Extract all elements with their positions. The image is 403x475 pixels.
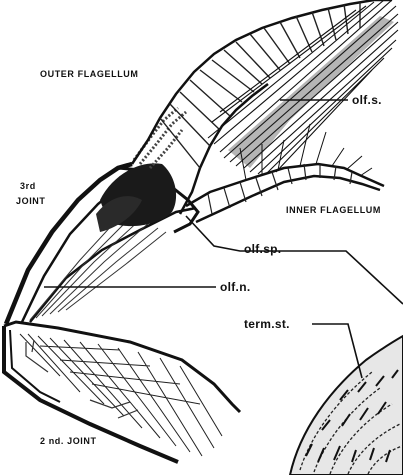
terminal-structure: [290, 336, 403, 475]
third-joint-label-line1: 3rd: [20, 181, 36, 191]
second-joint-label: 2 nd. JOINT: [40, 436, 97, 446]
olf-n-label: olf.n.: [220, 280, 250, 294]
term-st-label: term.st.: [244, 317, 290, 331]
outer-flagellum-label: OUTER FLAGELLUM: [40, 69, 139, 79]
olf-s-label: olf.s.: [352, 93, 382, 107]
third-joint-label-line2: JOINT: [16, 196, 46, 206]
inner-flagellum-label: INNER FLAGELLUM: [286, 205, 381, 215]
third-joint: [6, 108, 198, 324]
leader-olf-sp: [186, 216, 403, 304]
olf-sp-label: olf.sp.: [244, 242, 281, 256]
